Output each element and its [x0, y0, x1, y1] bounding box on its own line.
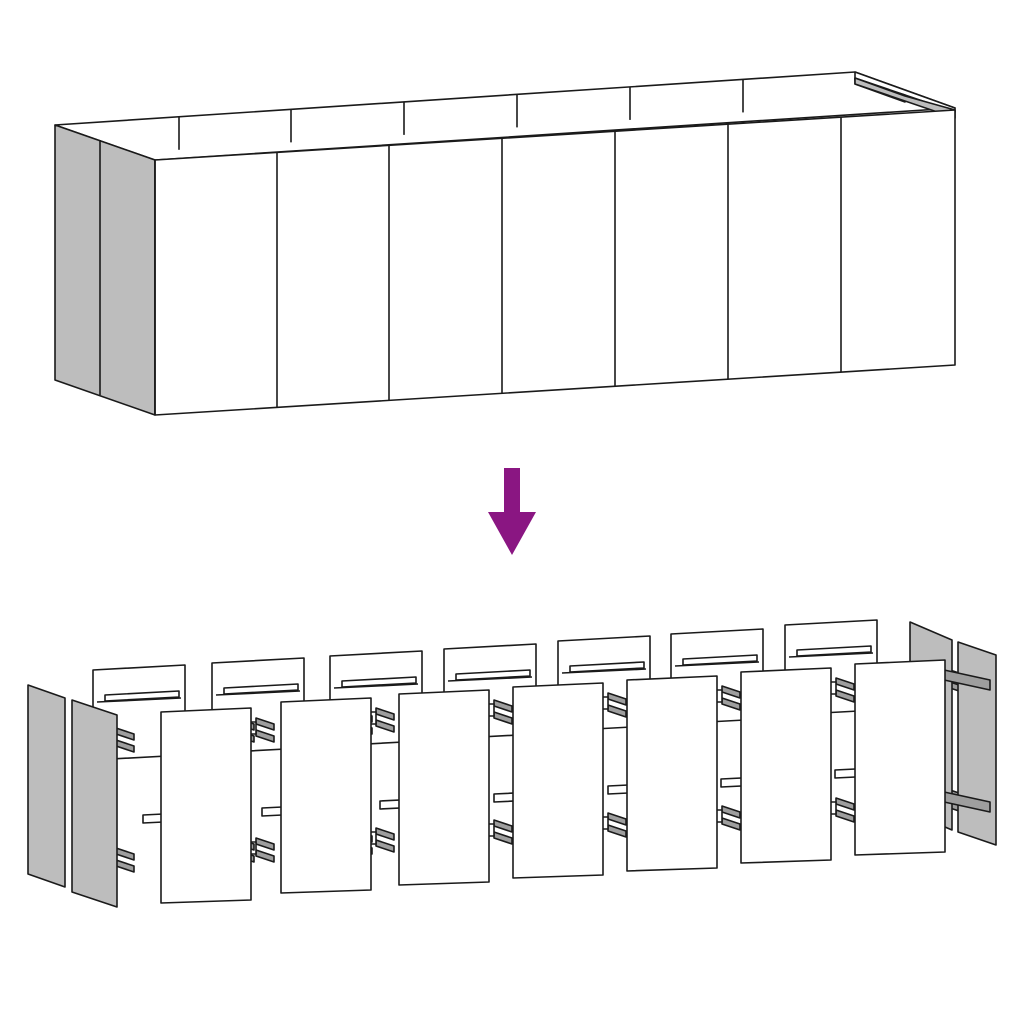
front-panel	[398, 689, 490, 886]
left-side-panel	[54, 124, 156, 416]
connector-bracket	[493, 819, 513, 833]
front-panel	[280, 697, 372, 894]
back-rail-top	[104, 690, 180, 702]
connector-bracket	[375, 839, 395, 853]
back-rail-top	[796, 645, 872, 657]
front-face	[154, 109, 956, 416]
left-side-panel-outer	[27, 684, 66, 888]
connector-bracket	[835, 809, 855, 823]
back-rail-top	[223, 683, 299, 695]
connector-bracket	[115, 847, 135, 861]
assembled-planter	[54, 71, 956, 416]
back-rail-top	[682, 654, 758, 666]
front-panel	[512, 682, 604, 879]
front-panel	[626, 675, 718, 872]
connector-bracket	[721, 817, 741, 831]
back-rail-top	[569, 661, 645, 673]
front-panel	[740, 667, 832, 864]
connector-bracket	[115, 859, 135, 873]
connector-bracket	[607, 824, 627, 838]
front-panel	[160, 707, 252, 904]
connector-bracket	[607, 812, 627, 826]
back-rail-top	[341, 676, 417, 688]
right-side-panel-outer	[957, 641, 997, 846]
connector-bracket	[721, 805, 741, 819]
connector-bracket	[375, 827, 395, 841]
arrow-shape	[488, 468, 536, 555]
front-panel	[854, 659, 946, 856]
connector-bracket	[493, 831, 513, 845]
back-rail-top	[455, 669, 531, 681]
exploded-planter-parts	[27, 619, 997, 908]
left-side-panel-inner	[71, 699, 118, 908]
connector-bracket	[255, 849, 275, 863]
down-arrow-icon	[488, 468, 536, 555]
connector-bracket	[255, 837, 275, 851]
connector-bracket	[835, 797, 855, 811]
